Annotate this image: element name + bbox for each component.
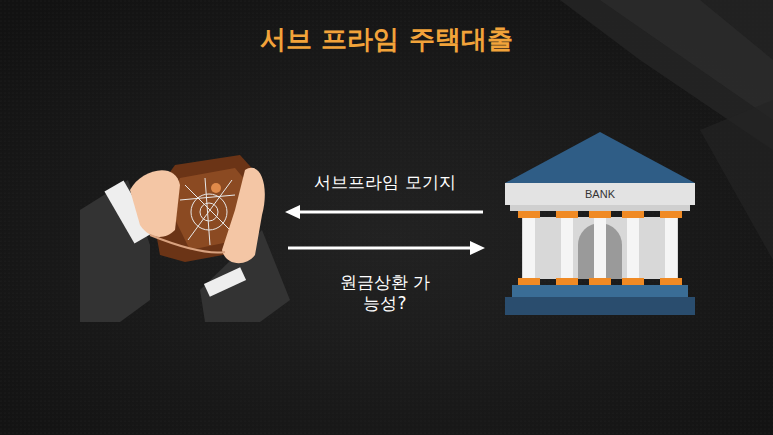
- arrows: [285, 205, 485, 255]
- bank-sign: BANK: [570, 184, 630, 204]
- title: 서브 프라임 주택대출: [0, 22, 773, 57]
- bg-stripe: [700, 100, 773, 260]
- bank-text: BANK: [585, 188, 615, 200]
- wallet-illustration: [80, 155, 290, 322]
- bank-building: [505, 132, 695, 315]
- arrow-label: 원금상환 가능성?: [337, 272, 433, 315]
- arrow-label: 서브프라임 모기지: [285, 172, 485, 193]
- bg-stripe: [600, 0, 773, 120]
